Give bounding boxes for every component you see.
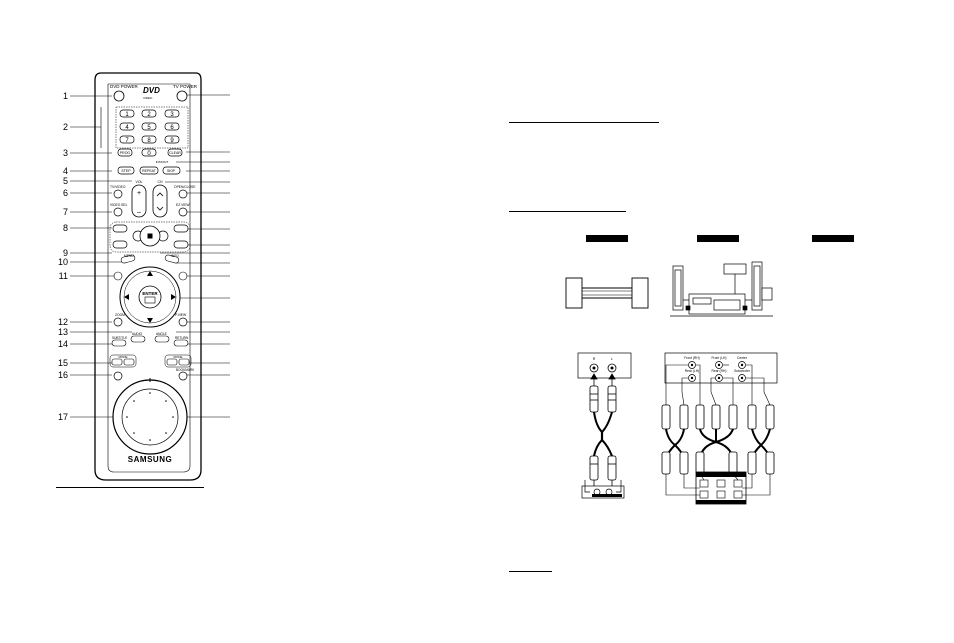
callout-12: 12: [57, 317, 68, 327]
callout-8: 8: [62, 223, 68, 233]
ez-view-label: EZ VIEW: [176, 203, 190, 207]
key-9: 9: [170, 138, 174, 144]
tv-power-label: TV POWER: [173, 84, 198, 89]
audio-label: AUDIO: [132, 332, 143, 336]
method-tab-1: [586, 235, 628, 242]
angle-label: ANGLE: [156, 332, 167, 336]
prog-label: PROG: [120, 151, 131, 155]
key-0: 0: [147, 151, 151, 157]
instant-label: INSTANT: [156, 160, 169, 164]
jack-label-l: L: [611, 357, 613, 361]
callout-17: 17: [57, 412, 68, 422]
open-close-label: OPEN/CLOSE: [174, 185, 196, 189]
callout-9: 9: [62, 248, 68, 258]
mode-left-label: MODE: [119, 355, 128, 359]
callout-10: 10: [57, 257, 68, 267]
callout-2: 2: [62, 122, 68, 132]
step-label: STEP: [121, 169, 131, 173]
callout-14: 14: [57, 339, 68, 349]
heading-rule-1: [509, 122, 659, 123]
callout-11: 11: [58, 271, 68, 281]
subtitle-label: SUBTITLE: [112, 336, 127, 340]
jack-label-center: Center: [737, 356, 748, 360]
jack-label-subwoofer: Subwoofer: [734, 369, 751, 373]
vol-label: VOL: [135, 180, 142, 184]
key-2: 2: [147, 112, 151, 118]
key-8: 8: [147, 138, 151, 144]
svg-text:+: +: [137, 190, 141, 197]
jack-label-rear-rh: Rear (RH): [711, 369, 726, 373]
mode-right-label: MODE: [174, 355, 183, 359]
callout-7: 7: [62, 207, 68, 217]
method-tab-2: [697, 235, 739, 242]
callout-4: 4: [62, 166, 68, 176]
jack-label-r: R: [593, 357, 596, 361]
dvd-logo: DVD: [143, 86, 160, 95]
callout-15: 15: [57, 358, 68, 368]
callout-6: 6: [62, 188, 68, 198]
callout-13: 13: [57, 327, 68, 337]
video-sel-label: VIDEO SEL: [110, 203, 128, 207]
home-theater-icon: [670, 261, 773, 317]
samsung-logo: SAMSUNG: [128, 455, 172, 464]
heading-rule-3: [509, 571, 552, 572]
svg-text:–: –: [137, 209, 141, 216]
info-label: INFO: [171, 254, 179, 258]
jack-label-front-rh: Front (RH): [684, 356, 700, 360]
callout-16: 16: [57, 370, 68, 380]
skip-label: SKIP: [167, 169, 176, 173]
jack-label-rear-lh: Rear (LH): [685, 369, 699, 373]
zoom-label: ZOOM: [115, 313, 125, 317]
key-1: 1: [125, 112, 129, 118]
return-label: RETURN: [175, 336, 189, 340]
tv-video-label: TV/VIDEO: [110, 185, 126, 189]
key-3: 3: [170, 112, 174, 118]
bookmark-label: BOOKMARK: [176, 368, 195, 372]
heading-rule-2: [509, 211, 626, 212]
method-tab-3: [812, 235, 854, 242]
ch-label: CH: [157, 180, 163, 184]
key-5: 5: [147, 125, 151, 131]
dvd-power-label: DVD POWER: [110, 84, 139, 89]
pview-label: P.VIEW: [175, 313, 187, 317]
key-6: 6: [170, 125, 174, 131]
callout-5: 5: [62, 176, 68, 186]
dvd-video-label: VIDEO: [143, 96, 153, 100]
remote-caption-rule: [56, 487, 204, 488]
key-7: 7: [125, 138, 129, 144]
rca-cable-icon: [565, 277, 649, 309]
key-4: 4: [125, 125, 129, 131]
jack-label-front-lh: Front (LH): [711, 356, 726, 360]
callout-1: 1: [62, 91, 68, 101]
callout-3: 3: [62, 148, 68, 158]
clear-label: CLEAR: [169, 151, 181, 155]
menu-label: MENU: [124, 254, 134, 258]
enter-label: ENTER: [142, 291, 158, 296]
repeat-label: REPEAT: [142, 169, 157, 173]
